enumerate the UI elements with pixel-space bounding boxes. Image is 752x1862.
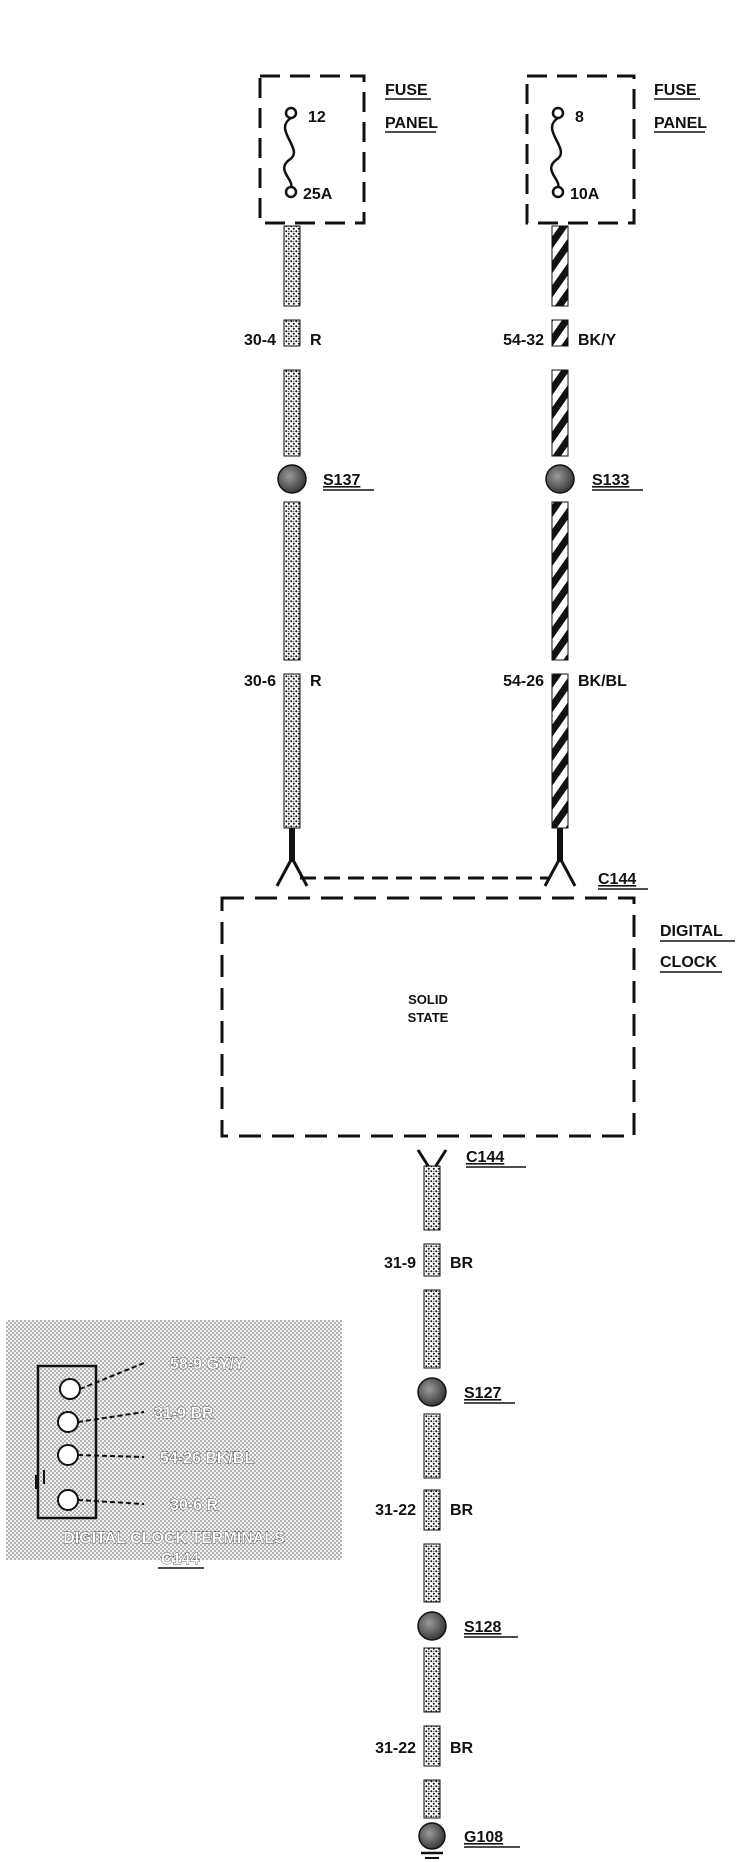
terminal-pin-icon: [57, 1411, 79, 1433]
fuse-number-left: 12: [308, 109, 326, 126]
wire-color-31-22-lower: BR: [450, 1740, 474, 1757]
wire-circuit-30-6: 30-6: [244, 673, 276, 690]
wire-segment: [423, 1243, 441, 1277]
terminal-label-3: 54-26 BK/BL: [160, 1450, 254, 1467]
wire-circuit-31-22-upper: 31-22: [375, 1502, 416, 1519]
fuse-element-icon: [283, 116, 296, 188]
splice-s137: [277, 464, 307, 494]
terminal-pin-icon: [59, 1378, 81, 1400]
solid-state-label-1: SOLID: [408, 992, 448, 1007]
wire-segment: [551, 319, 569, 347]
splice-label-s137: S137: [323, 472, 360, 489]
connector-pin-icon: [543, 854, 577, 887]
wire-segment: [283, 501, 301, 661]
wire-segment: [283, 319, 301, 347]
wire-circuit-30-4: 30-4: [244, 332, 276, 349]
fuse-panel-left: 12 25A: [258, 74, 366, 225]
wire-segment: [551, 501, 569, 661]
ground-g108-icon: [418, 1822, 446, 1850]
terminal-label-1: 58-9 GY/Y: [170, 1356, 245, 1373]
ground-label-g108: G108: [464, 1829, 503, 1846]
wire-segment: [551, 225, 569, 307]
fuse-terminal-icon: [284, 185, 298, 199]
splice-s128: [417, 1611, 447, 1641]
digital-clock-box: [220, 896, 636, 1138]
fuse-element-icon: [550, 116, 563, 188]
wire-segment: [283, 673, 301, 829]
wire-segment: [423, 1489, 441, 1531]
terminal-label-2: 31-9 BR: [154, 1405, 214, 1422]
solid-state-label-2: STATE: [408, 1010, 449, 1025]
fuse-number-right: 8: [575, 109, 584, 126]
fuse-panel-label-right-1: FUSE: [654, 82, 697, 99]
wire-circuit-54-32: 54-32: [503, 332, 544, 349]
wire-color-31-9: BR: [450, 1255, 474, 1272]
connector-c144-face: [36, 1364, 98, 1520]
splice-label-s128: S128: [464, 1619, 501, 1636]
fuse-panel-right: 8 10A: [525, 74, 636, 225]
digital-clock-label-1: DIGITAL: [660, 923, 723, 940]
terminal-pin-icon: [57, 1444, 79, 1466]
inset-connector: C144: [161, 1551, 199, 1568]
wire-segment: [423, 1779, 441, 1819]
wire-segment: [423, 1165, 441, 1231]
terminal-label-4: 30-6 R: [170, 1497, 218, 1514]
connector-pin-icon: [275, 854, 309, 887]
wire-segment: [423, 1543, 441, 1603]
wire-segment: [423, 1725, 441, 1767]
splice-label-s133: S133: [592, 472, 629, 489]
fuse-rating-right: 10A: [570, 186, 600, 203]
wire-segment: [551, 673, 569, 829]
wire-color-30-6: R: [310, 673, 322, 690]
fuse-terminal-icon: [551, 106, 565, 120]
fuse-panel-label-right-2: PANEL: [654, 115, 707, 132]
fuse-panel-label-left-2: PANEL: [385, 115, 438, 132]
digital-clock-label-2: CLOCK: [660, 954, 717, 971]
fuse-panel-label-left-1: FUSE: [385, 82, 428, 99]
fuse-rating-left: 25A: [303, 186, 333, 203]
wire-segment: [423, 1647, 441, 1713]
wire-segment: [423, 1413, 441, 1479]
wire-color-54-32: BK/Y: [578, 332, 617, 349]
wire-segment: [283, 369, 301, 457]
wire-circuit-31-9: 31-9: [384, 1255, 416, 1272]
wire-color-30-4: R: [310, 332, 322, 349]
connector-label-c144-top: C144: [598, 871, 636, 888]
wire-circuit-54-26: 54-26: [503, 673, 544, 690]
fuse-terminal-icon: [284, 106, 298, 120]
splice-label-s127: S127: [464, 1385, 501, 1402]
wire-segment: [551, 369, 569, 457]
wire-color-54-26: BK/BL: [578, 673, 627, 690]
wire-segment: [283, 225, 301, 307]
inset-title: DIGITAL CLOCK TERMINALS: [63, 1530, 285, 1547]
fuse-terminal-icon: [551, 185, 565, 199]
wire-segment: [423, 1289, 441, 1369]
terminal-pin-icon: [57, 1489, 79, 1511]
splice-s133: [545, 464, 575, 494]
wire-circuit-31-22-lower: 31-22: [375, 1740, 416, 1757]
splice-s127: [417, 1377, 447, 1407]
connector-label-c144-bottom: C144: [466, 1149, 504, 1166]
wire-color-31-22-upper: BR: [450, 1502, 474, 1519]
terminals-inset: 58-9 GY/Y 31-9 BR 54-26 BK/BL 30-6 R DIG…: [6, 1320, 342, 1569]
